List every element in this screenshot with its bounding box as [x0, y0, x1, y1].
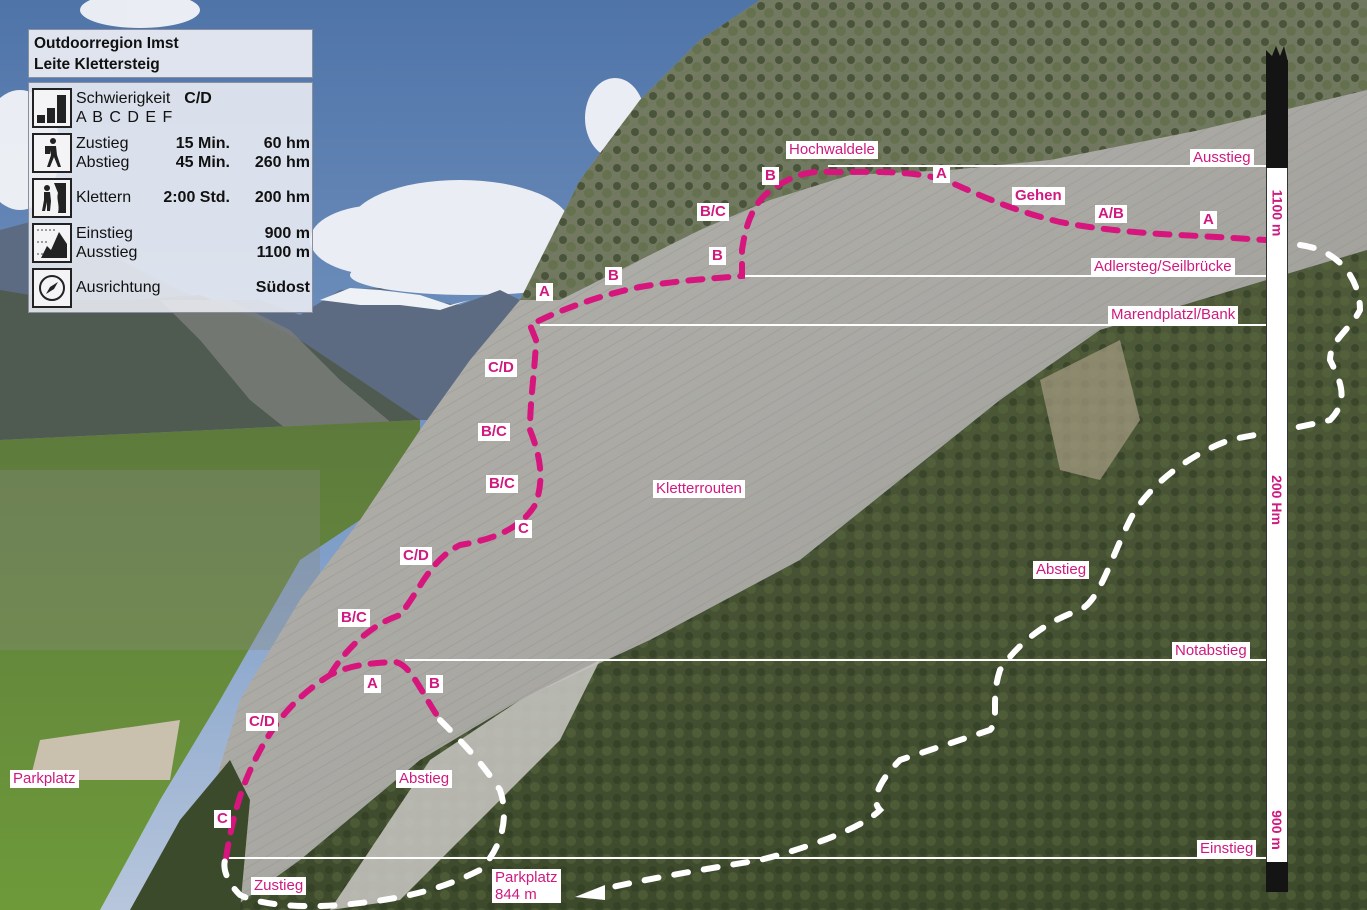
zustieg-label: Zustieg: [76, 134, 129, 152]
difficulty-row: Schwierigkeit C/D A B C D E F: [32, 86, 310, 129]
grade-label: C/D: [485, 359, 517, 377]
label-parkplatz-bottom: Parkplatz 844 m: [492, 869, 561, 903]
label-einstieg: Einstieg: [1197, 840, 1257, 858]
route-info-box: Outdoorregion Imst Leite Klettersteig Sc…: [28, 29, 313, 313]
scale-top-label: 1100 m: [1269, 189, 1285, 237]
parking-arrow-icon: [575, 885, 605, 900]
info-box-body: Schwierigkeit C/D A B C D E F Zustieg 15 M…: [28, 82, 313, 313]
elevation-scale-bar: 1100 m 200 Hm 900 m: [1266, 46, 1288, 892]
parkplatz-name: Parkplatz: [495, 869, 558, 886]
grade-label: A: [1200, 211, 1217, 229]
label-ausstieg: Ausstieg: [1190, 149, 1254, 167]
grade-label: B: [605, 267, 622, 285]
scale-bottom-label: 900 m: [1269, 810, 1286, 850]
grade-label: C/D: [246, 713, 278, 731]
grade-label: A: [933, 165, 950, 183]
ausstieg-label: Ausstieg: [76, 243, 138, 261]
compass-icon: [32, 267, 72, 308]
label-zustieg: Zustieg: [251, 877, 307, 895]
parkplatz-elevation: 844 m: [495, 886, 537, 903]
orientation-value: Südost: [255, 279, 310, 296]
climbing-row: Klettern 2:00 Std. 200 hm: [32, 176, 310, 219]
scale-middle-label: 200 Hm: [1269, 475, 1285, 525]
label-notabstieg: Notabstieg: [1172, 642, 1250, 660]
altitude-row: Einstieg 900 m Ausstieg 1100 m: [32, 221, 310, 264]
abstieg-elevation: 260 hm: [254, 153, 310, 171]
label-abstieg-left: Abstieg: [396, 770, 453, 788]
difficulty-scale: A B C D E F: [76, 108, 174, 126]
difficulty-label: Schwierigkeit: [76, 89, 171, 107]
hiker-icon: [32, 132, 72, 173]
scale-white-segment: [1266, 168, 1288, 862]
zustieg-elevation: 60 hm: [263, 134, 310, 152]
ausstieg-elevation: 1100 m: [256, 243, 310, 261]
grade-label: B: [426, 675, 443, 693]
grade-label: B/C: [486, 475, 518, 493]
label-kletterrouten: Kletterrouten: [653, 480, 745, 498]
info-box-header: Outdoorregion Imst Leite Klettersteig: [28, 29, 313, 78]
approach-row: Zustieg 15 Min. 60 hm Abstieg 45 Min. 260 hm: [32, 131, 310, 174]
altitude-profile-icon: [32, 222, 72, 263]
label-adlersteg: Adlersteg/Seilbrücke: [1091, 258, 1235, 276]
difficulty-bars-icon: [32, 87, 72, 128]
climbing-route: [223, 168, 1269, 861]
route-title: Leite Klettersteig: [34, 56, 160, 73]
zustieg-time: 15 Min.: [175, 134, 230, 152]
einstieg-elevation: 900 m: [264, 224, 310, 242]
einstieg-label: Einstieg: [76, 224, 133, 242]
label-gehen: Gehen: [1012, 187, 1065, 205]
grade-label: B/C: [338, 609, 370, 627]
descent-route: [221, 242, 1364, 910]
grade-label: B: [709, 247, 726, 265]
label-marendplatzl: Marendplatzl/Bank: [1108, 306, 1239, 324]
label-abstieg-right: Abstieg: [1033, 561, 1090, 579]
region-title: Outdoorregion Imst: [34, 35, 179, 52]
grade-label: C/D: [400, 547, 432, 565]
label-parkplatz-left: Parkplatz: [10, 770, 79, 788]
difficulty-value: C/D: [184, 89, 212, 107]
scale-bottom-black: [1266, 862, 1288, 892]
klettern-time: 2:00 Std.: [163, 189, 230, 206]
grade-label: A: [536, 283, 553, 301]
grade-label: B: [762, 167, 779, 185]
grade-label: C: [214, 810, 231, 828]
abstieg-label: Abstieg: [76, 153, 130, 171]
grade-label: C: [515, 520, 532, 538]
scale-top-black: [1266, 60, 1288, 168]
orientation-label: Ausrichtung: [76, 279, 161, 296]
grade-label: A/B: [1095, 205, 1127, 223]
grade-label: A: [364, 675, 381, 693]
label-hochwaldele: Hochwaldele: [786, 141, 878, 159]
grade-label: B/C: [478, 423, 510, 441]
klettern-label: Klettern: [76, 189, 132, 206]
klettern-elevation: 200 hm: [254, 189, 310, 206]
orientation-row: Ausrichtung Südost: [32, 266, 310, 309]
abstieg-time: 45 Min.: [175, 153, 230, 171]
grade-label: B/C: [697, 203, 729, 221]
climber-icon: [32, 177, 72, 218]
